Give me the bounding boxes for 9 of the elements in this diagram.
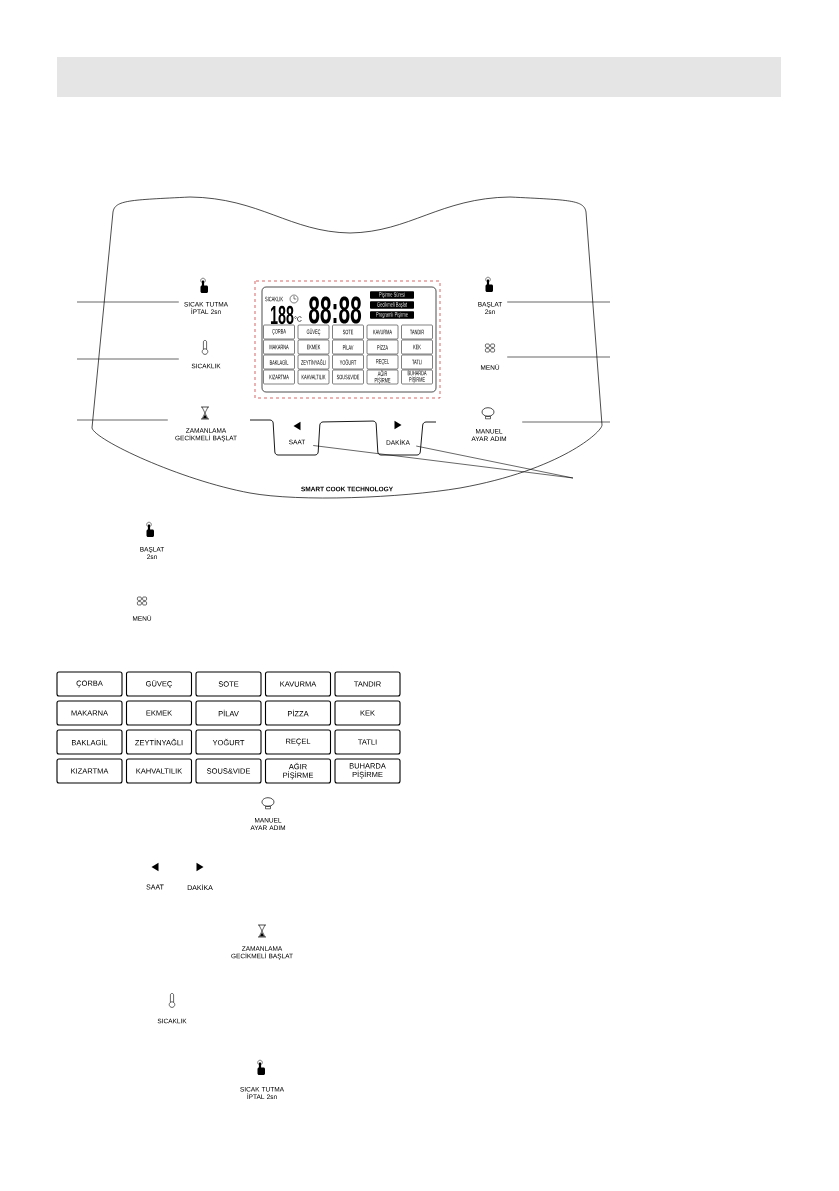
segment-digits: 188: [270, 305, 294, 325]
leader-line: [506, 356, 611, 358]
leader-line: [76, 301, 180, 303]
segment-digits: 88:88: [308, 296, 362, 324]
leader-line: [76, 419, 169, 421]
leader-line: [415, 445, 574, 479]
leader-line: [521, 421, 611, 423]
leader-line: [506, 301, 611, 303]
leader-line: [76, 358, 180, 360]
